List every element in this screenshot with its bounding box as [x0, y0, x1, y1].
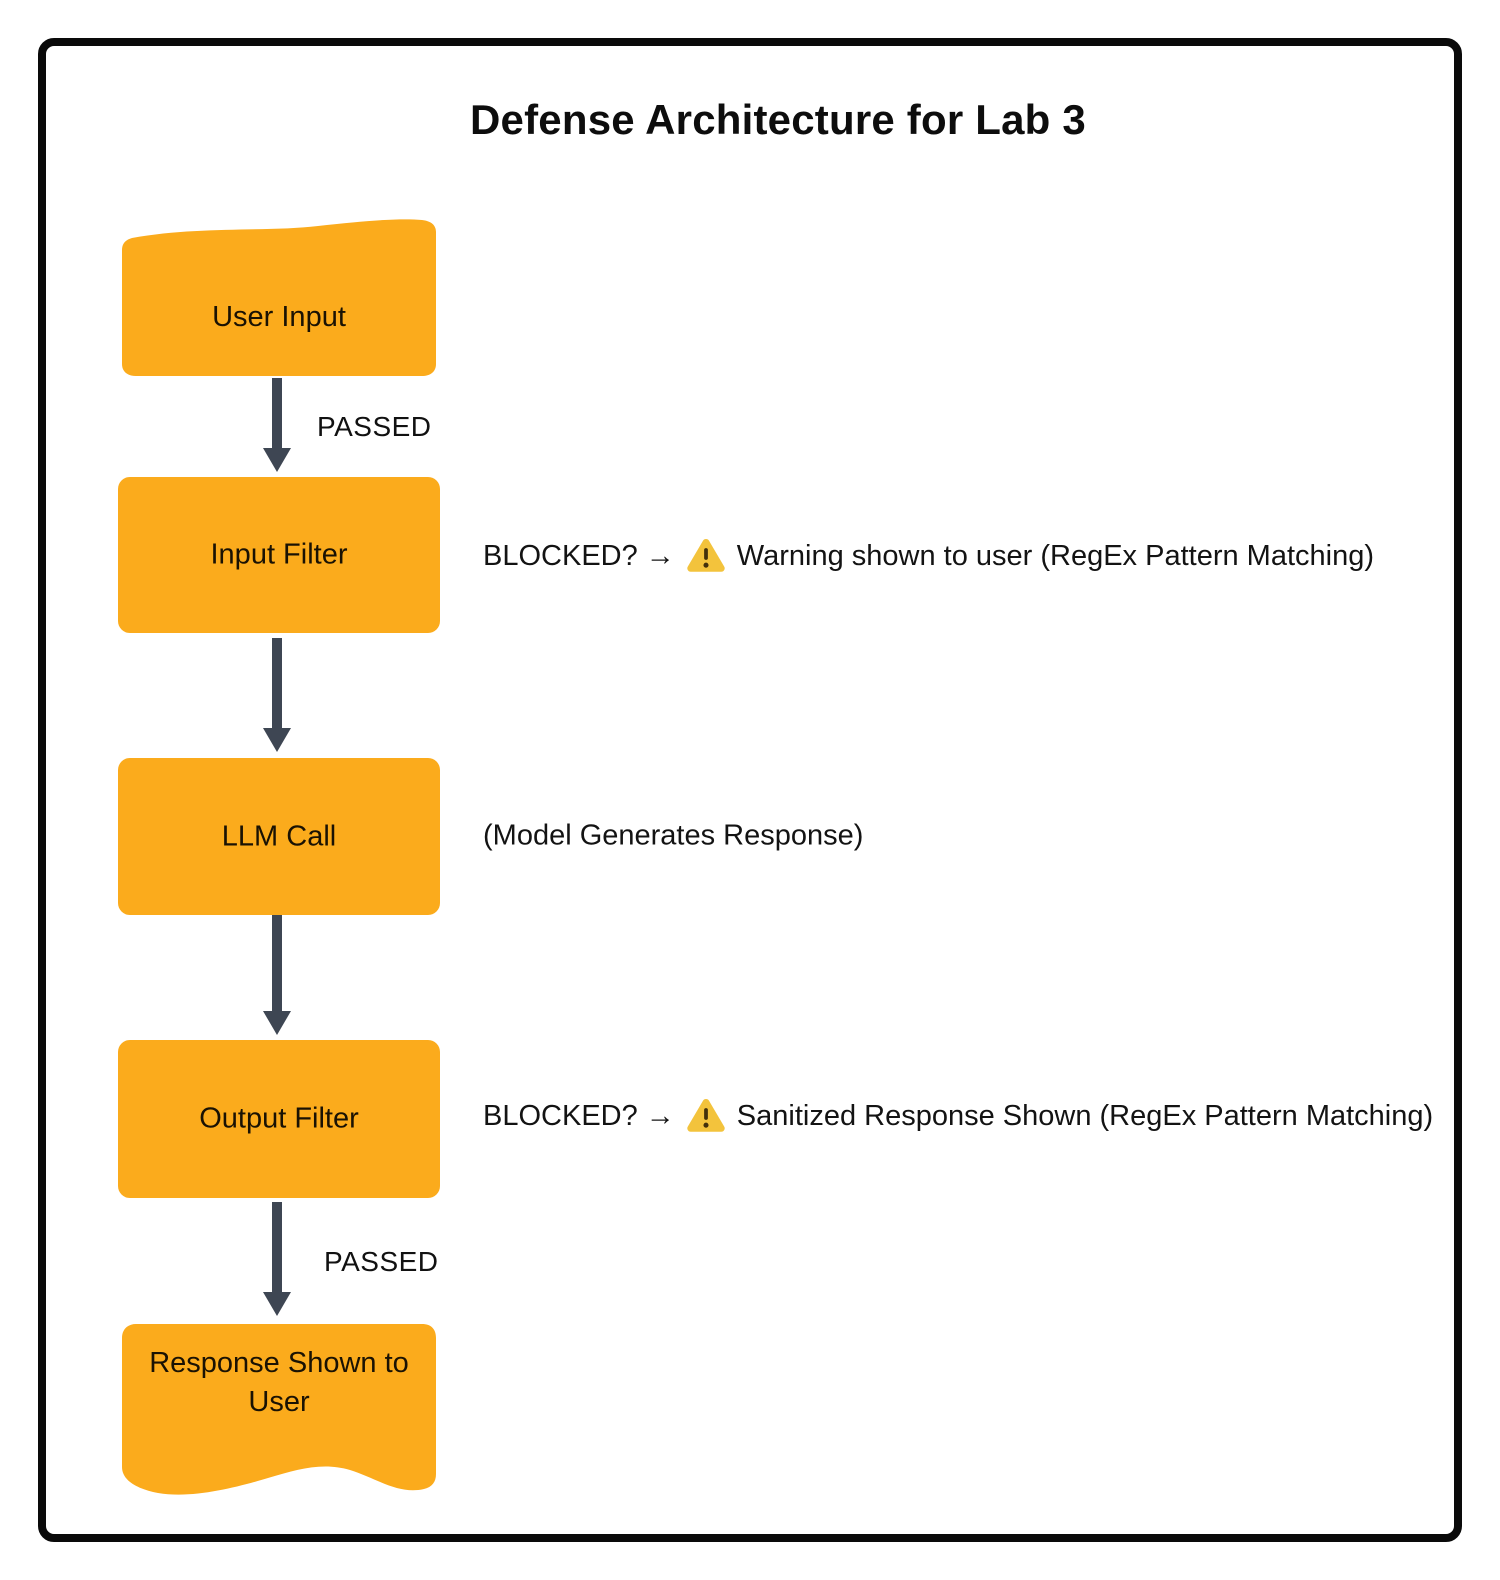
warning-icon — [686, 538, 726, 574]
arrowhead-icon — [263, 1292, 291, 1316]
arrowhead-icon — [263, 448, 291, 472]
arrow-shaft — [272, 638, 282, 732]
node-llm-call: LLM Call — [118, 758, 440, 915]
document-top-shape — [122, 219, 436, 376]
arrowhead-icon — [263, 728, 291, 752]
arrow-shaft — [272, 915, 282, 1015]
node-output-filter: Output Filter — [118, 1040, 440, 1198]
flow-arrow — [263, 638, 291, 752]
annotation-llm-call: (Model Generates Response) — [483, 820, 863, 853]
flow-arrow — [263, 378, 291, 472]
flow-arrow — [263, 915, 291, 1035]
annotation-text: Sanitized Response Shown (RegEx Pattern … — [736, 1099, 1434, 1132]
edge-label-passed: PASSED — [317, 411, 432, 442]
arrow-shaft — [272, 1202, 282, 1296]
warning-icon — [686, 1098, 726, 1134]
annotation-output-filter: BLOCKED? → Sanitized Response Shown (Reg… — [483, 1098, 1433, 1134]
annotation-prefix: BLOCKED? → — [483, 1099, 675, 1132]
diagram-title: Defense Architecture for Lab 3 — [470, 96, 1086, 143]
node-label: LLM Call — [221, 819, 337, 852]
node-label: User Input — [212, 301, 346, 333]
node-user-input: User Input — [118, 216, 440, 378]
arrow-shaft — [272, 378, 282, 452]
annotation-prefix: BLOCKED? → — [483, 539, 675, 572]
annotation-text: Warning shown to user (RegEx Pattern Mat… — [736, 539, 1375, 572]
flow-arrow — [263, 1202, 291, 1316]
annotation-text: (Model Generates Response) — [483, 819, 864, 852]
node-label: Output Filter — [199, 1102, 359, 1135]
annotation-input-filter: BLOCKED? → Warning shown to user (RegEx … — [483, 538, 1374, 574]
edge-label-passed: PASSED — [324, 1246, 439, 1277]
node-label: Input Filter — [210, 538, 348, 571]
outer-frame — [38, 38, 1462, 1542]
node-response-shown-to-user: Response Shown to User — [118, 1318, 440, 1496]
document-bottom-shape — [122, 1324, 436, 1495]
node-label: Response Shown to User — [149, 1347, 409, 1419]
node-input-filter: Input Filter — [118, 477, 440, 633]
arrowhead-icon — [263, 1011, 291, 1035]
